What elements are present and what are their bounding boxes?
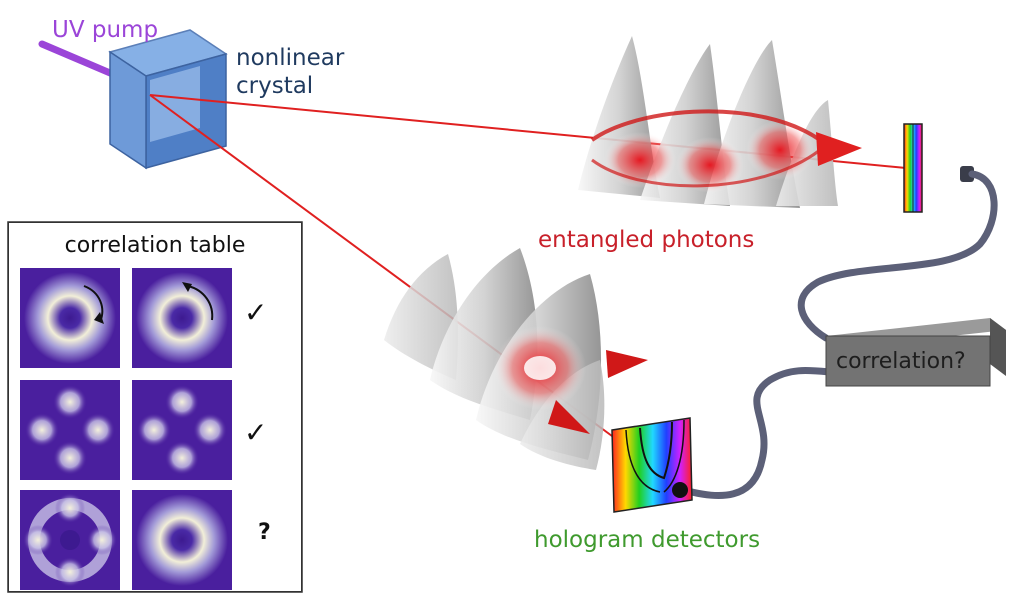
upper-hologram-plate [903, 123, 923, 213]
crystal-label: nonlinear crystal [236, 44, 344, 100]
lower-helical-wavefront [384, 248, 648, 470]
mode-cell-r0-c0 [20, 268, 120, 368]
correlation-box-label: correlation? [836, 349, 966, 374]
uv-pump-label: UV pump [52, 17, 159, 43]
mode-grid [20, 268, 232, 590]
check-icon: ✓ [244, 296, 268, 329]
question-icon: ? [258, 520, 271, 545]
mode-cell-r2-c0 [20, 490, 120, 590]
mode-cell-r0-c1 [132, 268, 232, 368]
upper-helical-wavefront [578, 36, 862, 208]
nonlinear-crystal [108, 29, 228, 170]
correlation-table-frame [7, 221, 303, 593]
correlation-table-title: correlation table [64, 233, 246, 258]
entangled-photons-label: entangled photons [538, 227, 755, 253]
upper-detector [960, 166, 974, 182]
check-icon: ✓ [244, 416, 268, 449]
hologram-detectors-label: hologram detectors [534, 527, 761, 553]
correlation-box [825, 318, 1006, 387]
crystal-label-line1: nonlinear [236, 45, 345, 71]
lower-fiber-cable [680, 366, 834, 499]
lower-hologram-plate [611, 417, 693, 513]
crystal-label-line2: crystal [236, 73, 314, 99]
mode-cell-r1-c1 [132, 380, 232, 480]
mode-cell-r1-c0 [20, 380, 120, 480]
upper-fiber-cable [797, 170, 998, 342]
mode-cell-r2-c1 [132, 490, 232, 590]
rotation-arrow-ccw-icon [187, 285, 214, 321]
